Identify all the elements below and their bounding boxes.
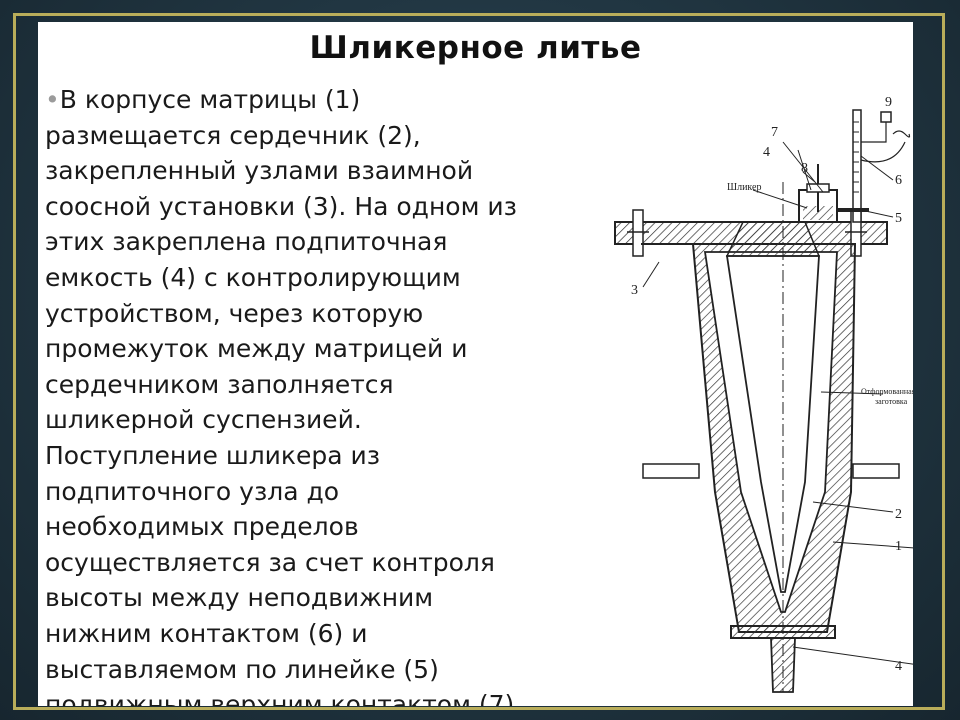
label-6: 6 — [895, 173, 902, 188]
side-nozzles — [642, 463, 900, 479]
slip-casting-diagram: 9 7 4 8 Шликер 6 5 3 Отформованная загот… — [614, 95, 913, 693]
ruler — [852, 109, 862, 223]
label-9: 9 — [885, 95, 892, 110]
label-5: 5 — [895, 211, 902, 226]
slide-body-text: •В корпусе матрицы (1) размещается серде… — [45, 82, 605, 706]
bottom-flange — [730, 625, 836, 639]
label-4-top: 4 — [763, 145, 770, 160]
label-1: 1 — [895, 539, 902, 554]
label-formed-1: Отформованная — [861, 387, 913, 396]
label-7: 7 — [771, 125, 778, 140]
bullet-glyph: • — [45, 85, 60, 114]
outlet-spout — [770, 637, 796, 693]
leader-lines — [642, 141, 913, 665]
label-8: 8 — [801, 161, 808, 176]
body-paragraph: В корпусе матрицы (1) размещается сердеч… — [45, 85, 523, 706]
label-formed-2: заготовка — [875, 397, 908, 406]
label-slip: Шликер — [727, 182, 761, 193]
slide-frame — [13, 13, 945, 710]
label-2: 2 — [895, 507, 902, 522]
slide-title: Шликерное литье — [309, 30, 642, 66]
flange-bolts — [627, 209, 867, 257]
label-3: 3 — [631, 283, 638, 298]
slide: Шликерное литье •В корпусе матрицы (1) р… — [38, 22, 913, 706]
label-4-bottom: 4 — [895, 659, 902, 674]
